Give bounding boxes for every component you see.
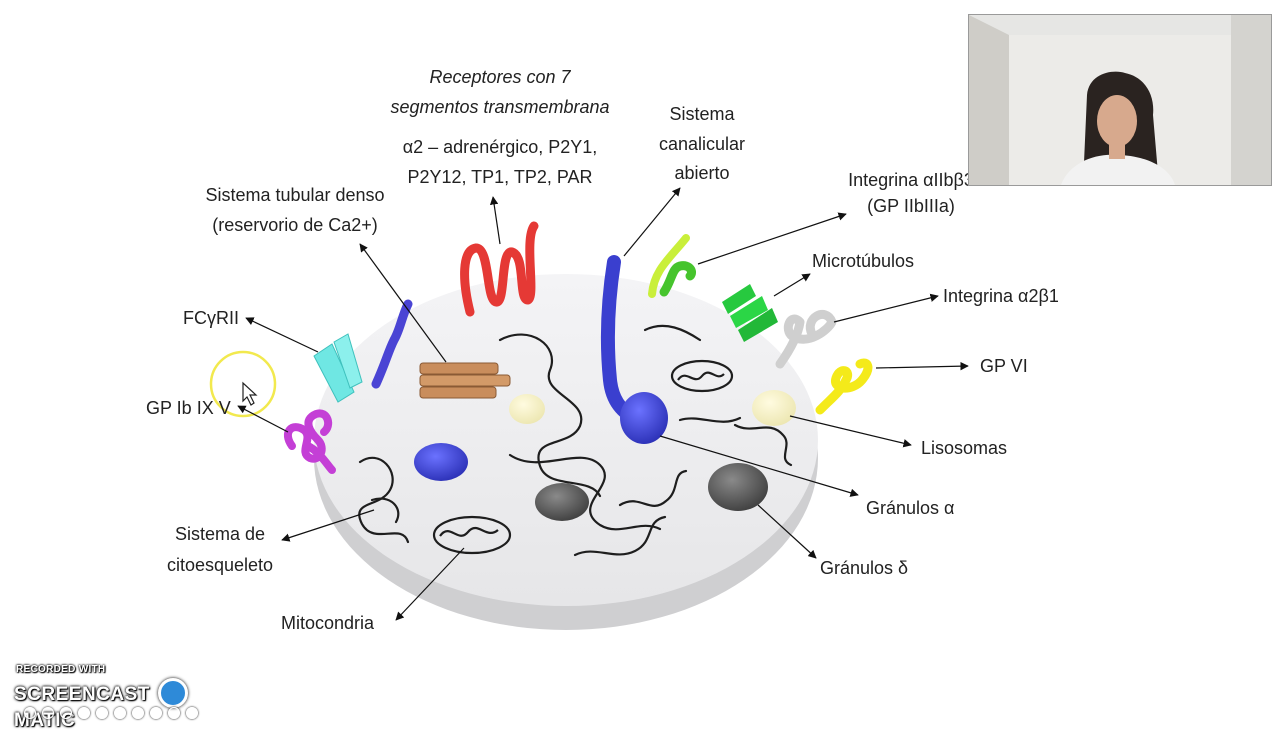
label-gp-vi: GP VI [980,356,1028,376]
label-sistema-canalicular-2: canalicular [658,134,746,154]
label-receptores-list-1: α2 – adrenérgico, P2Y1, [402,137,598,157]
label-granulos-alfa: Gránulos α [866,498,955,518]
gp-vi-receptor [815,358,873,415]
integrin-a2b1 [775,310,837,369]
label-sistema-canalicular-3: abierto [674,163,730,183]
alpha-granule [414,443,468,481]
label-sistema-citoesqueleto-1: Sistema de [174,524,266,544]
dense-tubular-system [419,362,511,399]
integrin-aiib-b3 [648,234,696,298]
lysosome [509,394,545,424]
callout-arrows [237,187,969,621]
label-sistema-canalicular-1: Sistema [669,104,735,124]
label-microtubulos: Microtúbulos [812,251,915,271]
label-integrina-a2b1: Integrina α2β1 [943,286,1059,306]
open-canalicular-system [600,255,668,444]
microtubules [722,284,778,342]
label-integrina-aiib-1: Integrina αIIbβ3 [848,170,974,190]
watermark-recorded-with: RECORDED WITH [16,664,106,675]
label-sistema-citoesqueleto-2: citoesqueleto [166,555,274,575]
delta-granule [708,463,768,511]
label-receptores-title-2: segmentos transmembrana [390,97,610,117]
label-granulos-delta: Gránulos δ [820,558,909,578]
mitochondria [432,359,734,555]
seven-transmembrane-receptor [460,221,539,317]
label-sistema-tubular-1: Sistema tubular denso [205,185,385,205]
label-integrina-aiib-2: (GP IIbIIIa) [867,196,955,216]
screencast-watermark: RECORDED WITH SCREENCAST MATIC [14,664,234,731]
webcam-overlay [968,14,1272,186]
label-receptores-title-1: Receptores con 7 [429,67,571,87]
label-sistema-tubular-2: (reservorio de Ca2+) [212,215,378,235]
label-gp-ib-ix-v: GP Ib IX V [146,398,231,418]
watermark-dots [24,706,204,724]
granules [414,390,796,521]
mouse-pointer-icon [242,381,258,406]
cursor-highlight [209,350,277,418]
label-lisosomas: Lisosomas [921,438,1008,458]
label-mitocondria: Mitocondria [281,613,375,633]
delta-granule [535,483,589,521]
membrane-protein-blue [371,299,413,389]
gp-ib-ix-v-receptor [283,409,336,474]
lysosome [752,390,796,426]
label-receptores-list-2: P2Y12, TP1, TP2, PAR [407,167,593,187]
fcgrii-receptor [313,333,363,403]
screencast-o-matic-logo-icon [157,678,188,708]
cytoskeleton-filaments [358,324,793,557]
label-fcgrii: FCγRII [183,308,239,328]
watermark-brand-left: SCREENCAST [14,684,150,706]
